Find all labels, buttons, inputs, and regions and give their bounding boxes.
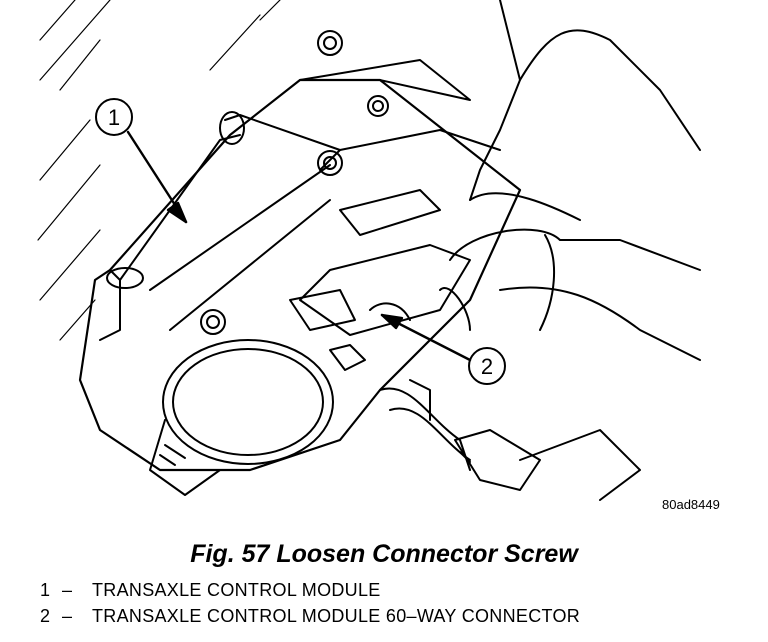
- figure-caption: Fig. 57 Loosen Connector Screw: [190, 540, 578, 568]
- legend-dash: –: [62, 606, 73, 626]
- technical-illustration: 1 2: [37, 0, 701, 501]
- module-cover: [149, 339, 334, 496]
- callout-2-pointer: [380, 313, 472, 362]
- callout-2-circle: [468, 347, 506, 385]
- legend-text: TRANSAXLE CONTROL MODULE: [92, 580, 381, 600]
- callout-1-pointer: [126, 130, 188, 224]
- callout-2-number: 2: [481, 354, 493, 379]
- legend-number: 1: [40, 580, 51, 600]
- background-hatching: [37, 0, 281, 341]
- callout-1-number: 1: [108, 105, 120, 130]
- legend-item: 1 – TRANSAXLE CONTROL MODULE: [40, 580, 580, 606]
- callout-1-circle: [95, 98, 133, 136]
- legend-item: 2 – TRANSAXLE CONTROL MODULE 60–WAY CONN…: [40, 606, 580, 632]
- legend-text: TRANSAXLE CONTROL MODULE 60–WAY CONNECTO…: [92, 606, 581, 626]
- technician-hand: [369, 29, 701, 361]
- transaxle-control-module: [78, 30, 522, 472]
- legend-number: 2: [40, 606, 51, 626]
- wiring-harness: [379, 0, 641, 501]
- image-code: 80ad8449: [662, 497, 720, 512]
- legend-dash: –: [62, 580, 73, 600]
- legend: 1 – TRANSAXLE CONTROL MODULE 2 – TRANSAX…: [40, 580, 580, 632]
